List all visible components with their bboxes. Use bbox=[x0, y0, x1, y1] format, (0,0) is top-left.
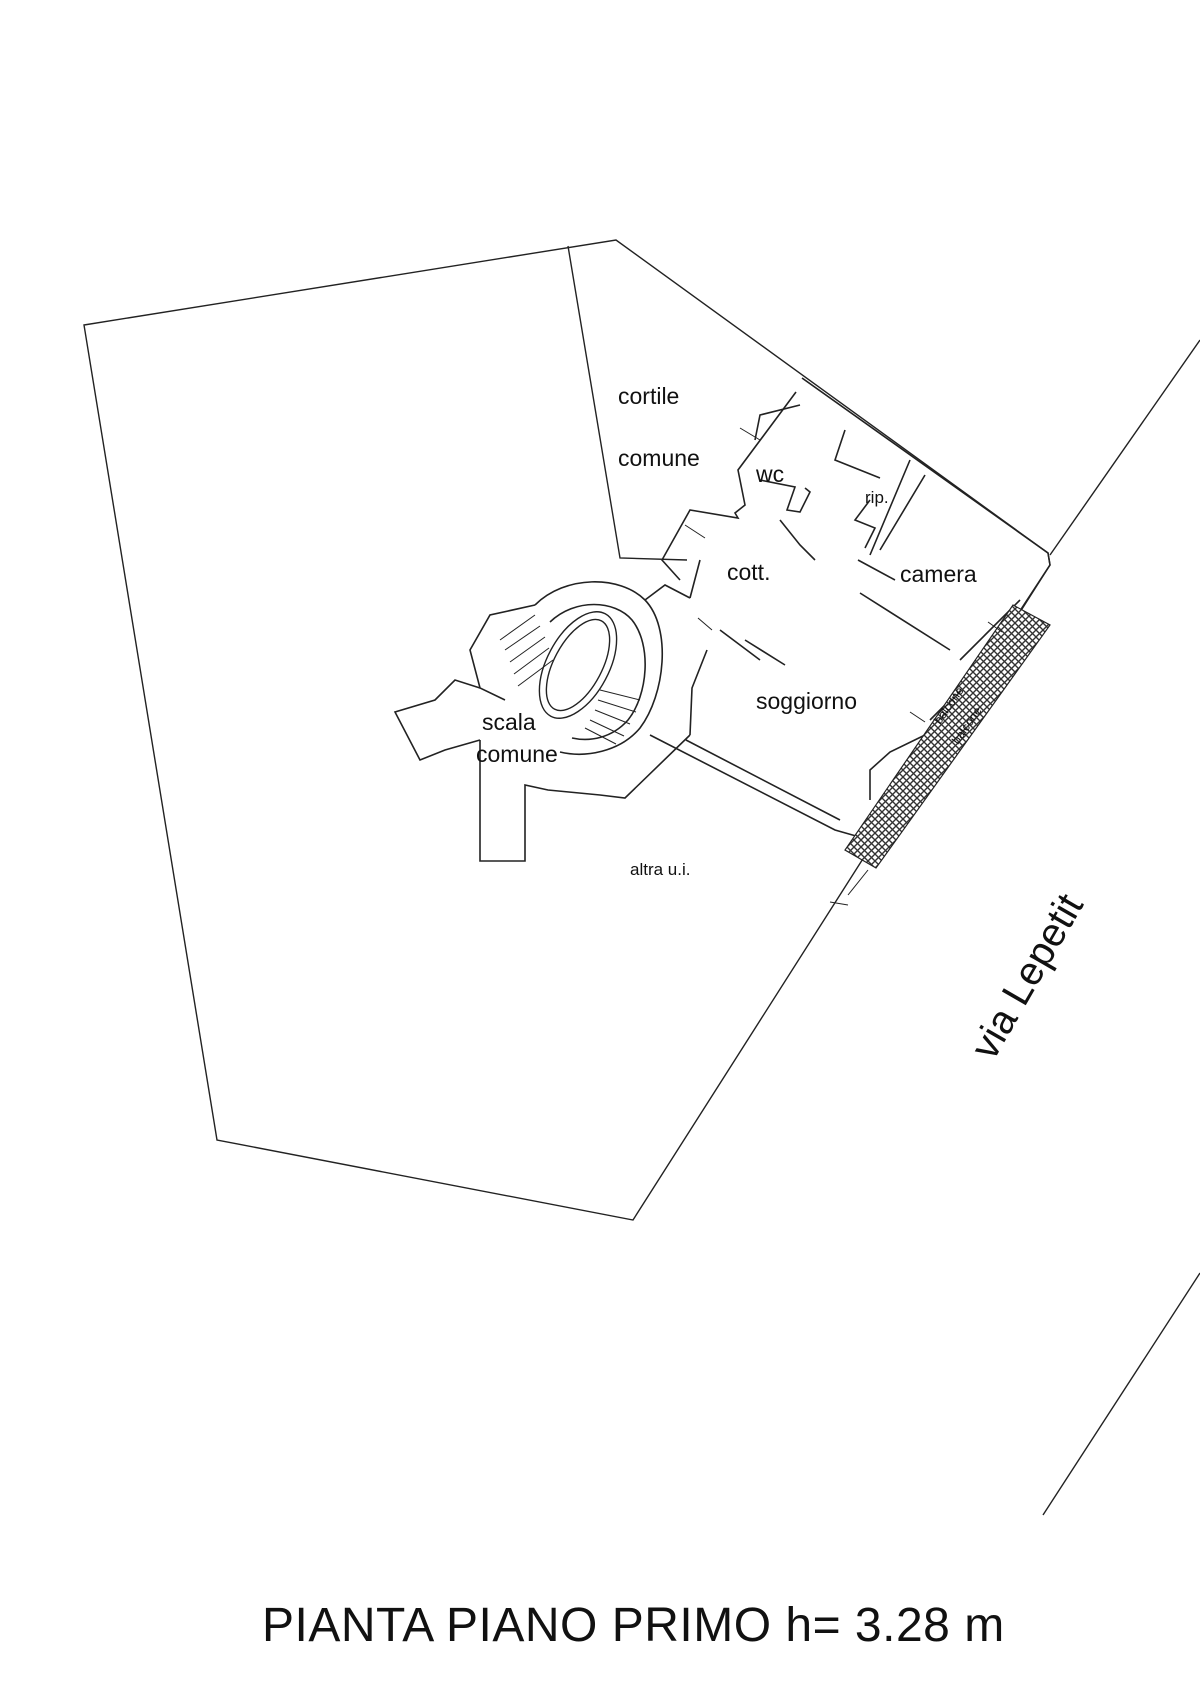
plan-title: PIANTA PIANO PRIMO h= 3.28 m bbox=[262, 1599, 1005, 1652]
wc-walls bbox=[754, 404, 816, 561]
label-comune-scala: comune bbox=[476, 741, 558, 767]
camera-walls bbox=[859, 459, 1021, 800]
label-altra-ui: altra u.i. bbox=[630, 860, 690, 879]
label-soggiorno: soggiorno bbox=[756, 688, 857, 714]
street-edge-bottom bbox=[1042, 1272, 1200, 1516]
cott-walls bbox=[685, 559, 841, 821]
lot-outline bbox=[83, 239, 1051, 1221]
courtyard-boundary bbox=[567, 245, 688, 561]
label-comune-cortile: comune bbox=[618, 445, 700, 471]
balcony-hatch bbox=[844, 604, 1051, 869]
street-edge-top bbox=[1049, 339, 1200, 556]
apartment-inner-wall bbox=[661, 391, 797, 581]
street-name: via Lepetit bbox=[963, 887, 1092, 1067]
label-cortile: cortile bbox=[618, 383, 679, 409]
apartment-outline bbox=[649, 377, 1051, 841]
label-rip: rip. bbox=[865, 488, 889, 507]
label-cott: cott. bbox=[727, 559, 770, 585]
label-scala: scala bbox=[482, 709, 536, 735]
rip-walls bbox=[834, 429, 926, 581]
common-stair bbox=[393, 581, 691, 862]
door-marks bbox=[684, 427, 1003, 906]
label-camera: camera bbox=[900, 561, 977, 587]
label-wc: wc bbox=[755, 461, 784, 487]
